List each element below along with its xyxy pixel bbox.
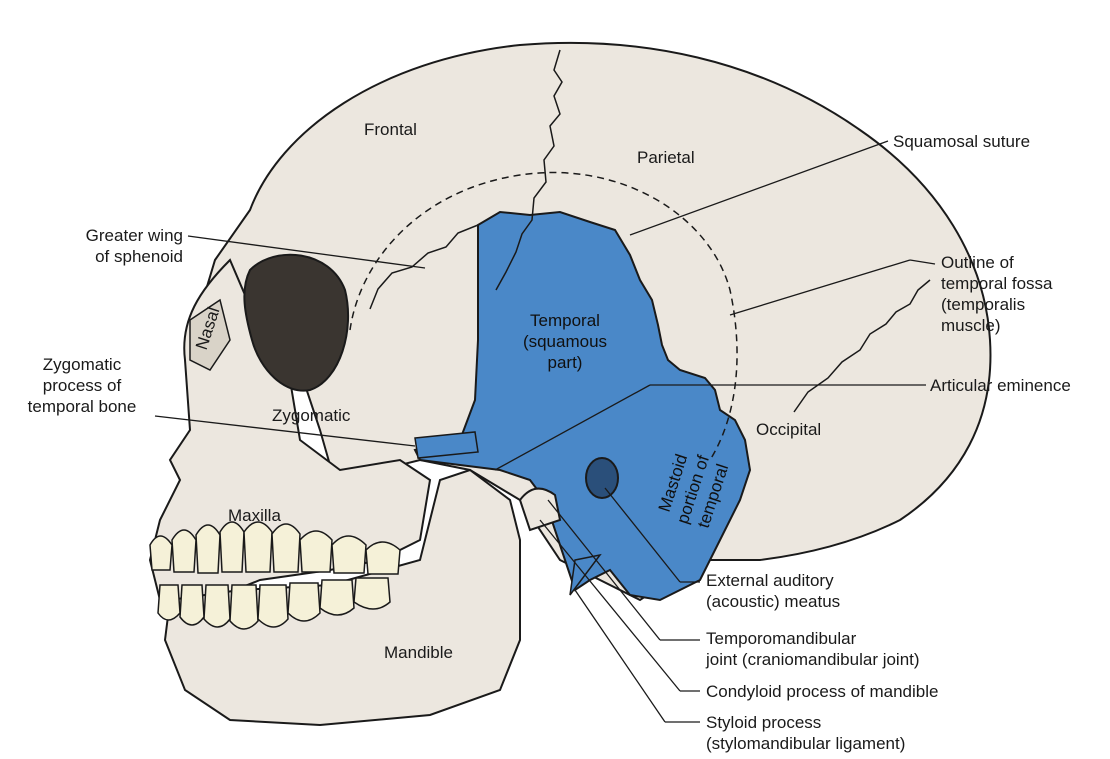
callout-fossa-line2: temporal fossa [941,273,1053,294]
label-occipital: Occipital [756,419,821,440]
callout-zygomatic-process-line2: process of [12,375,152,396]
callout-external-auditory-meatus: External auditory (acoustic) meatus [706,570,840,612]
callout-tmj: Temporomandibular joint (craniomandibula… [706,628,920,670]
callout-greater-wing-line2: of sphenoid [40,246,183,267]
callout-styloid-line2: (stylomandibular ligament) [706,733,905,754]
callout-zygomatic-process-line3: temporal bone [12,396,152,417]
callout-zygomatic-process: Zygomatic process of temporal bone [12,354,152,417]
callout-squamosal-suture: Squamosal suture [893,131,1030,152]
callout-eam-line1: External auditory [706,570,840,591]
callout-styloid-process: Styloid process (stylomandibular ligamen… [706,712,905,754]
callout-tmj-line2: joint (craniomandibular joint) [706,649,920,670]
callout-zygomatic-process-line1: Zygomatic [12,354,152,375]
label-frontal: Frontal [364,119,417,140]
callout-greater-wing: Greater wing of sphenoid [40,225,183,267]
label-maxilla: Maxilla [228,505,281,526]
label-parietal: Parietal [637,147,695,168]
callout-outline-temporal-fossa: Outline of temporal fossa (temporalis mu… [941,252,1053,336]
callout-fossa-line1: Outline of [941,252,1053,273]
label-temporal-line3: part) [510,352,620,373]
label-temporal-squamous: Temporal (squamous part) [510,310,620,373]
callout-greater-wing-line1: Greater wing [40,225,183,246]
callout-styloid-line1: Styloid process [706,712,905,733]
label-mandible: Mandible [384,642,453,663]
label-zygomatic: Zygomatic [272,405,350,426]
callout-tmj-line1: Temporomandibular [706,628,920,649]
callout-eam-line2: (acoustic) meatus [706,591,840,612]
callout-fossa-line4: muscle) [941,315,1053,336]
label-temporal-line1: Temporal [510,310,620,331]
label-temporal-line2: (squamous [510,331,620,352]
auditory-meatus [586,458,618,498]
callout-condyloid-process: Condyloid process of mandible [706,681,938,702]
callout-fossa-line3: (temporalis [941,294,1053,315]
callout-articular-eminence: Articular eminence [930,375,1071,396]
